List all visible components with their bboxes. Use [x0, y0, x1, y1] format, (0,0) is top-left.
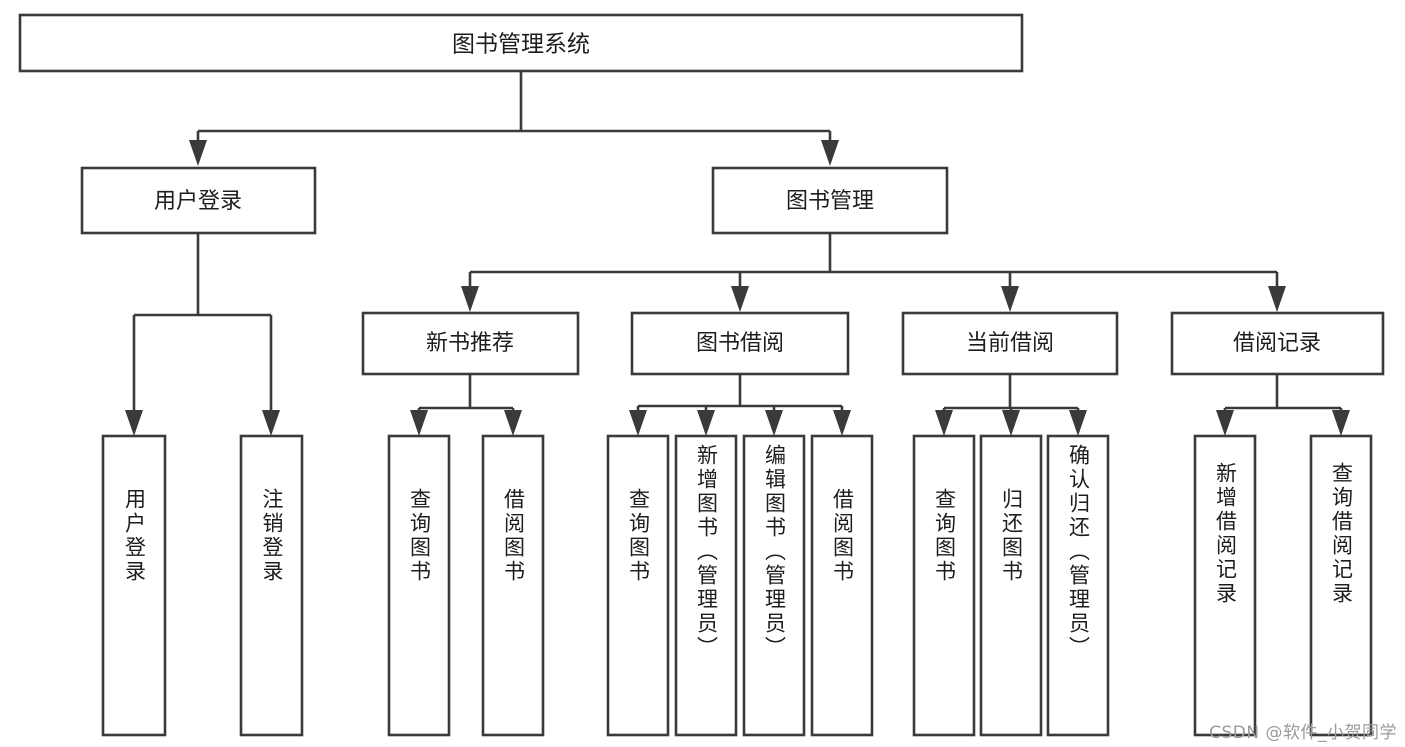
connector-group-new-book-recommend [410, 374, 522, 436]
arrowhead-book-borrow [731, 286, 749, 312]
arrowhead-leaf-borrow-book-1 [504, 410, 522, 436]
arrowhead-current-borrow [1001, 286, 1019, 312]
node-current-borrow-box[interactable] [901, 311, 1119, 376]
connector-group-user-login [125, 233, 280, 436]
connector-group-borrow-record [1216, 374, 1350, 436]
node-leaf-user-login-box[interactable] [101, 434, 167, 737]
node-root[interactable]: 图书管理系统 [18, 13, 1024, 73]
node-user-login-label: 用户登录 [154, 189, 242, 214]
arrowhead-borrow-record [1268, 286, 1286, 312]
arrowhead-leaf-user-login [125, 410, 143, 436]
node-leaf-query-book-3-box[interactable] [912, 434, 976, 737]
node-current-borrow-label: 当前借阅 [966, 331, 1054, 356]
csdn-watermark: CSDN @软件_小贺同学 [1209, 723, 1397, 743]
node-user-login-box[interactable] [80, 166, 317, 235]
connector-group-book-borrow [629, 374, 851, 436]
node-leaf-add-record-box[interactable] [1193, 434, 1257, 737]
arrowhead-leaf-confirm-return [1069, 410, 1087, 436]
connector-group-book-manage [461, 233, 1286, 312]
node-root-box[interactable] [18, 13, 1024, 73]
arrowhead-new-book-recommend [461, 286, 479, 312]
arrowhead-leaf-borrow-book-2 [833, 410, 851, 436]
arrowhead-leaf-query-record [1332, 410, 1350, 436]
node-new-book-recommend-box[interactable] [361, 311, 580, 376]
node-book-manage[interactable]: 图书管理 [711, 166, 949, 235]
node-leaf-borrow-book-2-box[interactable] [810, 434, 874, 737]
node-leaf-query-record-box[interactable] [1309, 434, 1373, 737]
node-leaf-confirm-return-box[interactable] [1046, 434, 1110, 737]
node-book-manage-box[interactable] [711, 166, 949, 235]
node-new-book-recommend[interactable]: 新书推荐 [361, 311, 580, 376]
node-borrow-record-box[interactable] [1170, 311, 1385, 376]
arrowhead-leaf-query-book-1 [410, 410, 428, 436]
node-leaf-return-book-box[interactable] [979, 434, 1043, 737]
arrowhead-leaf-user-logout [262, 410, 280, 436]
arrowhead-leaf-edit-book [765, 410, 783, 436]
node-leaf-borrow-book-1-box[interactable] [481, 434, 545, 737]
node-leaf-edit-book-box[interactable] [742, 434, 806, 737]
node-book-borrow-label: 图书借阅 [696, 331, 784, 356]
leaf-boxes [101, 434, 1373, 737]
connector-group-current-borrow [935, 374, 1087, 436]
node-user-login[interactable]: 用户登录 [80, 166, 317, 235]
node-current-borrow[interactable]: 当前借阅 [901, 311, 1119, 376]
arrowhead-book-manage [821, 140, 839, 166]
node-new-book-recommend-label: 新书推荐 [426, 331, 514, 356]
arrowhead-leaf-query-book-3 [935, 410, 953, 436]
node-root-label: 图书管理系统 [452, 32, 590, 58]
node-book-manage-label: 图书管理 [786, 189, 874, 214]
arrowhead-leaf-query-book-2 [629, 410, 647, 436]
arrowhead-leaf-return-book [1002, 410, 1020, 436]
node-leaf-add-book-box[interactable] [674, 434, 738, 737]
node-borrow-record-label: 借阅记录 [1233, 331, 1321, 356]
arrowhead-user-login [189, 140, 207, 166]
node-borrow-record[interactable]: 借阅记录 [1170, 311, 1385, 376]
arrowhead-leaf-add-record [1216, 410, 1234, 436]
node-book-borrow-box[interactable] [630, 311, 850, 376]
node-book-borrow[interactable]: 图书借阅 [630, 311, 850, 376]
node-leaf-user-logout-box[interactable] [239, 434, 304, 737]
arrowhead-leaf-add-book [697, 410, 715, 436]
node-leaf-query-book-2-box[interactable] [606, 434, 670, 737]
node-leaf-query-book-1-box[interactable] [387, 434, 451, 737]
connector-group-root [189, 71, 839, 166]
